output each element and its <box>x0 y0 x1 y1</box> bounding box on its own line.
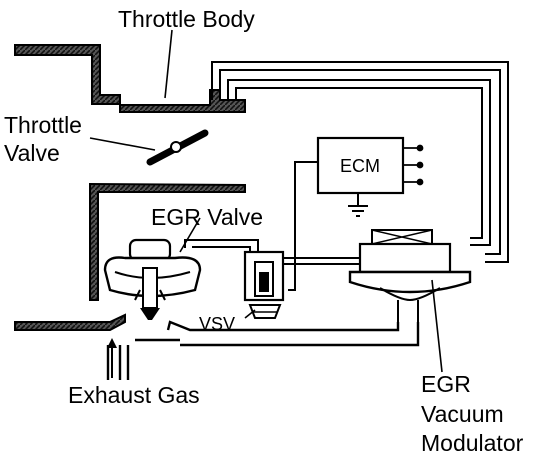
exhaust-gas-arrow <box>107 338 117 378</box>
label-exhaust-gas: Exhaust Gas <box>68 382 200 408</box>
exhaust-passage <box>106 320 420 380</box>
label-throttle-valve-line1: Throttle <box>4 112 82 138</box>
label-egr-vacuum-modulator-line1: EGR <box>421 371 471 397</box>
label-throttle-body: Throttle Body <box>118 6 255 32</box>
vsv-solenoid <box>243 250 285 319</box>
label-vsv: VSV <box>199 314 235 334</box>
label-egr-vacuum-modulator-line2: Vacuum <box>421 401 504 427</box>
egr-valve <box>103 238 202 320</box>
egr-vacuum-modulator <box>348 229 472 322</box>
label-egr-vacuum-modulator-line3: Modulator <box>421 430 524 456</box>
ecm-label: ECM <box>340 156 380 176</box>
leader-lines <box>89 29 443 373</box>
label-throttle-valve-line2: Valve <box>4 140 60 166</box>
label-egr-valve: EGR Valve <box>151 204 263 230</box>
ecm-unit: ECM <box>316 136 424 217</box>
throttle-valve <box>146 129 209 166</box>
